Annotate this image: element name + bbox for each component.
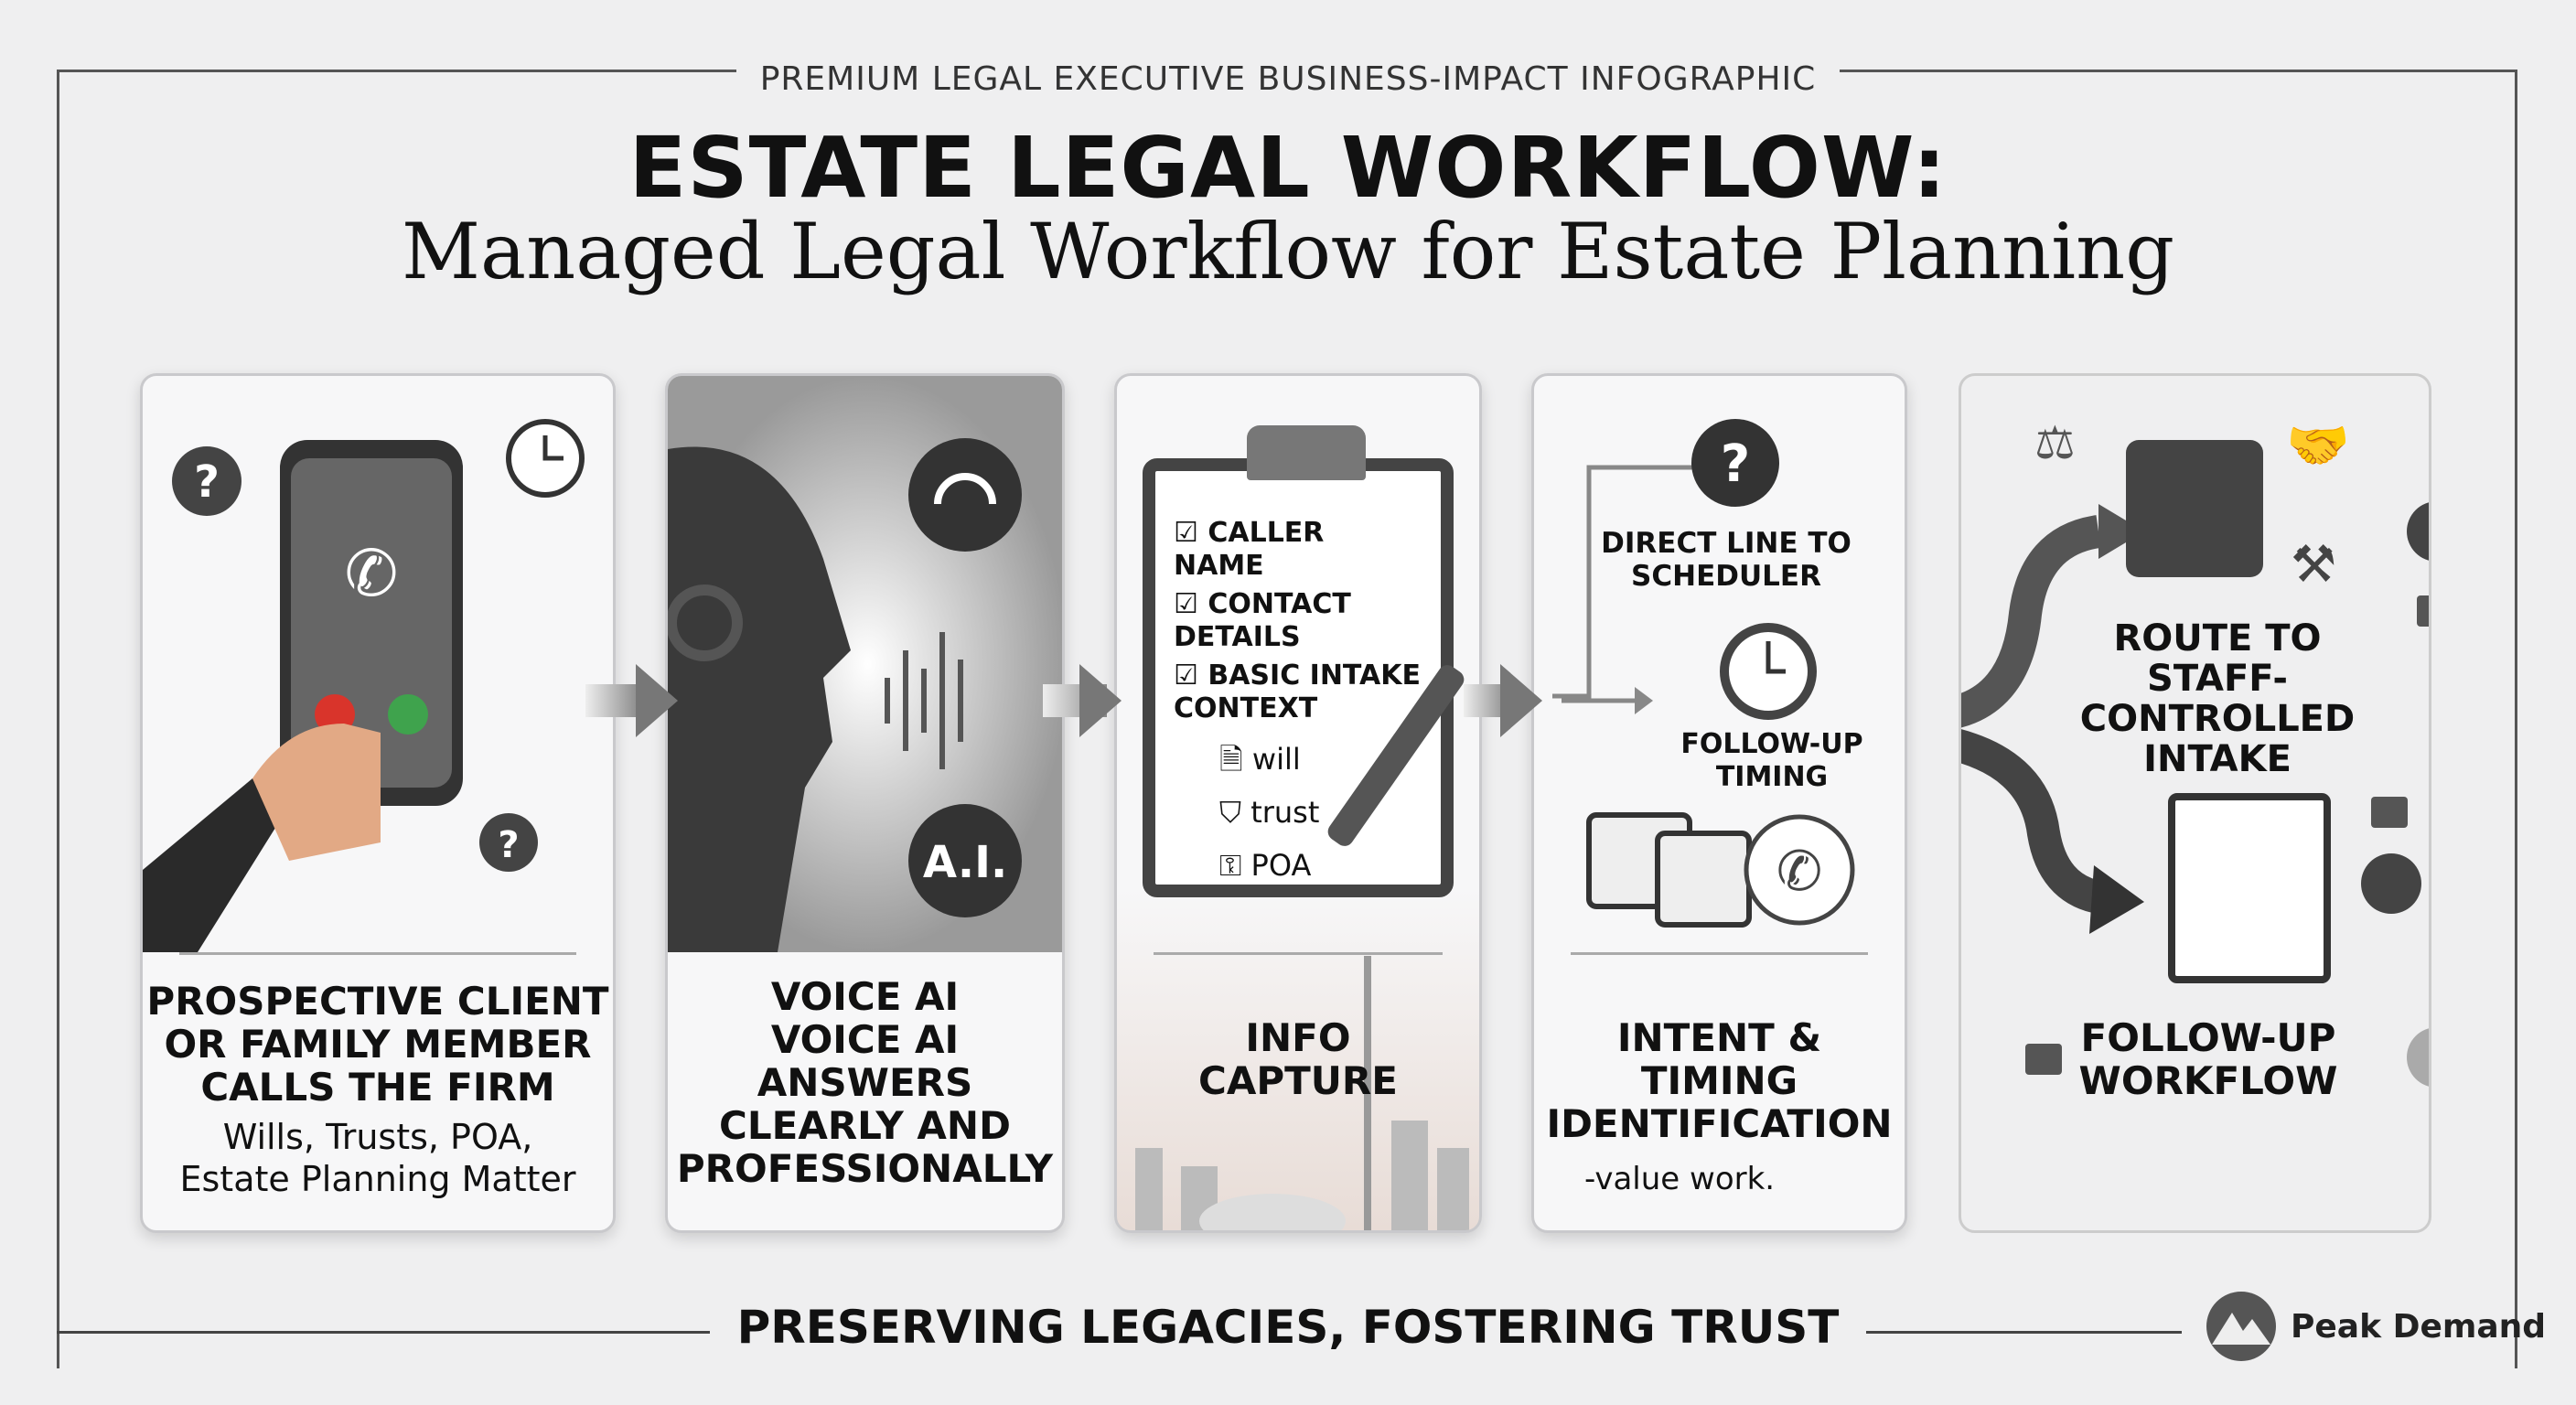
- step-3-panel: ☑ CALLER NAME ☑ CONTACT DETAILS ☑ BASIC …: [1114, 373, 1482, 1233]
- ai-badge: A.I.: [923, 837, 1007, 888]
- tagline: PRESERVING LEGACIES, FOSTERING TRUST: [0, 1301, 2576, 1354]
- scheduler-label: DIRECT LINE TO SCHEDULER: [1601, 527, 1852, 593]
- scales-icon: ⚖: [2034, 416, 2076, 469]
- gavel-icon: ⚒: [2291, 535, 2336, 595]
- svg-text:?: ?: [1721, 434, 1750, 494]
- poa-item: ⚿ POA: [1219, 848, 1312, 883]
- checklist-item: ☑ CALLER NAME: [1174, 517, 1325, 582]
- svg-text:?: ?: [498, 824, 519, 866]
- calendar-icon: [1586, 812, 1752, 928]
- shield-icon: ⛉: [1219, 795, 1242, 830]
- handshake-icon: 🤝: [2286, 416, 2350, 476]
- question-icon: [1691, 419, 1779, 507]
- page-subtitle: Managed Legal Workflow for Estate Planni…: [402, 207, 2174, 296]
- headset-icon: [908, 438, 1022, 552]
- page-title: ESTATE LEGAL WORKFLOW:: [628, 119, 1948, 217]
- head-silhouette: [668, 446, 851, 952]
- checklist-item: ☑ BASIC INTAKE CONTEXT: [1174, 660, 1422, 724]
- svg-text:?: ?: [194, 456, 220, 508]
- divider: [1798, 1331, 2182, 1334]
- document-icon: 🗎: [1219, 742, 1243, 777]
- check-icon: [2361, 502, 2429, 1087]
- note-text: -value work.: [1584, 1161, 1776, 1197]
- trust-item: ⛉ trust: [1219, 795, 1320, 830]
- svg-text:✆: ✆: [345, 536, 399, 611]
- checklist-item: ☑ CONTACT DETAILS: [1174, 588, 1351, 653]
- divider: [179, 952, 576, 955]
- lock-icon: [2025, 595, 2429, 1075]
- divider: [57, 1331, 761, 1334]
- clipboard-icon: ☑ CALLER NAME ☑ CONTACT DETAILS ☑ BASIC …: [1143, 425, 1454, 897]
- divider: [1571, 952, 1868, 955]
- smartphone-icon: ✆ ? ?: [143, 419, 585, 952]
- followup-timing-label: FOLLOW-UP TIMING: [1680, 728, 1863, 793]
- key-icon: ⚿: [1219, 848, 1242, 883]
- headset-icon: [668, 585, 743, 661]
- phone-icon: [1744, 814, 1855, 926]
- will-item: 🗎 will: [1219, 742, 1301, 777]
- svg-text:✆: ✆: [1776, 840, 1822, 904]
- step-4-panel: ? ✆ DIRECT LINE TO SCHEDULER FOLLOW-UP T…: [1531, 373, 1907, 1233]
- voice-ai-illustration: A.I.: [668, 376, 1062, 952]
- question-bubble-icon: [172, 446, 242, 516]
- notepad-icon: [2168, 793, 2331, 983]
- route-arrow-down: [1961, 729, 2103, 914]
- sound-wave-icon: [885, 632, 963, 769]
- mountain-logo-icon: [2206, 1292, 2276, 1361]
- skyline: [1135, 956, 1469, 1230]
- desk-phone-icon: [2126, 440, 2263, 577]
- flow-arrow: [585, 684, 640, 717]
- divider: [1154, 952, 1443, 955]
- eyebrow: PREMIUM LEGAL EXECUTIVE BUSINESS-IMPACT …: [0, 60, 2576, 98]
- brand-logo: Peak Demand: [2205, 1290, 2546, 1363]
- route-arrow-up: [1961, 515, 2102, 728]
